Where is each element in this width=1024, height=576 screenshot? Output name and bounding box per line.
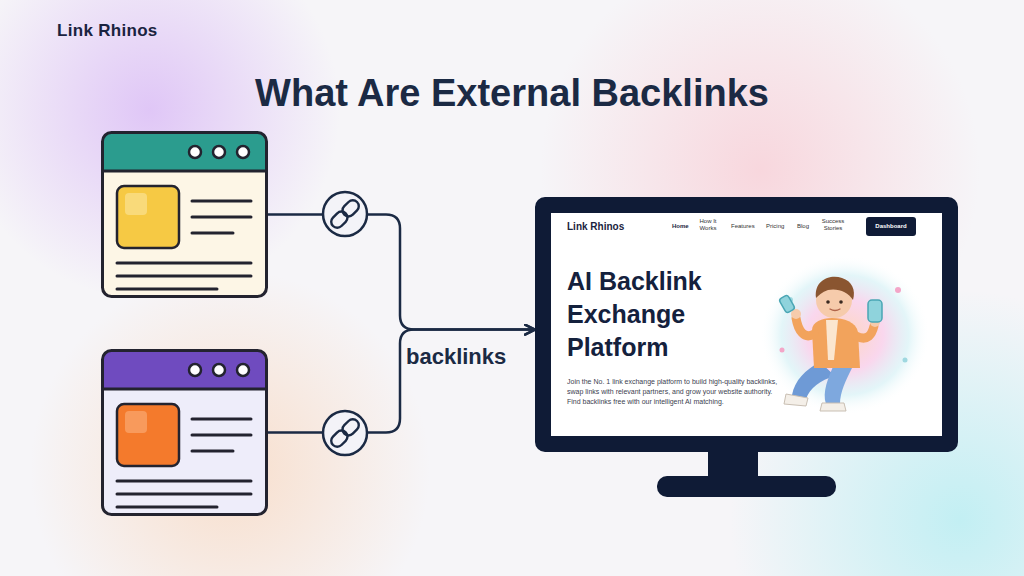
browser-window-outline [101, 131, 268, 298]
link-connector [268, 330, 535, 433]
brand-logo: Link Rhinos [57, 21, 158, 41]
character-illustration [760, 255, 930, 415]
diagram-title: What Are External Backlinks [0, 70, 1024, 116]
nav-item: Blog [797, 223, 809, 229]
nav-item: Pricing [766, 223, 784, 229]
screen [551, 213, 942, 436]
link-connector [268, 215, 535, 330]
chain-icon [323, 192, 367, 236]
nav-item: Home [672, 223, 689, 229]
chain-icon [323, 411, 367, 455]
dashboard-button: Dashboard [866, 217, 916, 236]
hero-paragraph: Join the No. 1 link exchange platform to… [567, 377, 785, 407]
button-label: Dashboard [866, 217, 916, 230]
edge-label: backlinks [406, 343, 506, 371]
browser-window [101, 131, 268, 298]
browser-window [101, 349, 268, 516]
nav-item: Features [731, 223, 755, 229]
browser-window-outline [101, 349, 268, 516]
nav-item: Success Stories [819, 218, 847, 232]
nav-item: How It Works [696, 218, 720, 232]
site-logo: Link Rhinos [567, 221, 624, 232]
hero-heading: AI Backlink Exchange Platform [567, 265, 737, 364]
monitor-stand [657, 450, 836, 497]
monitor-screen: Link Rhinos Home How It Works Features Prici… [535, 197, 958, 452]
